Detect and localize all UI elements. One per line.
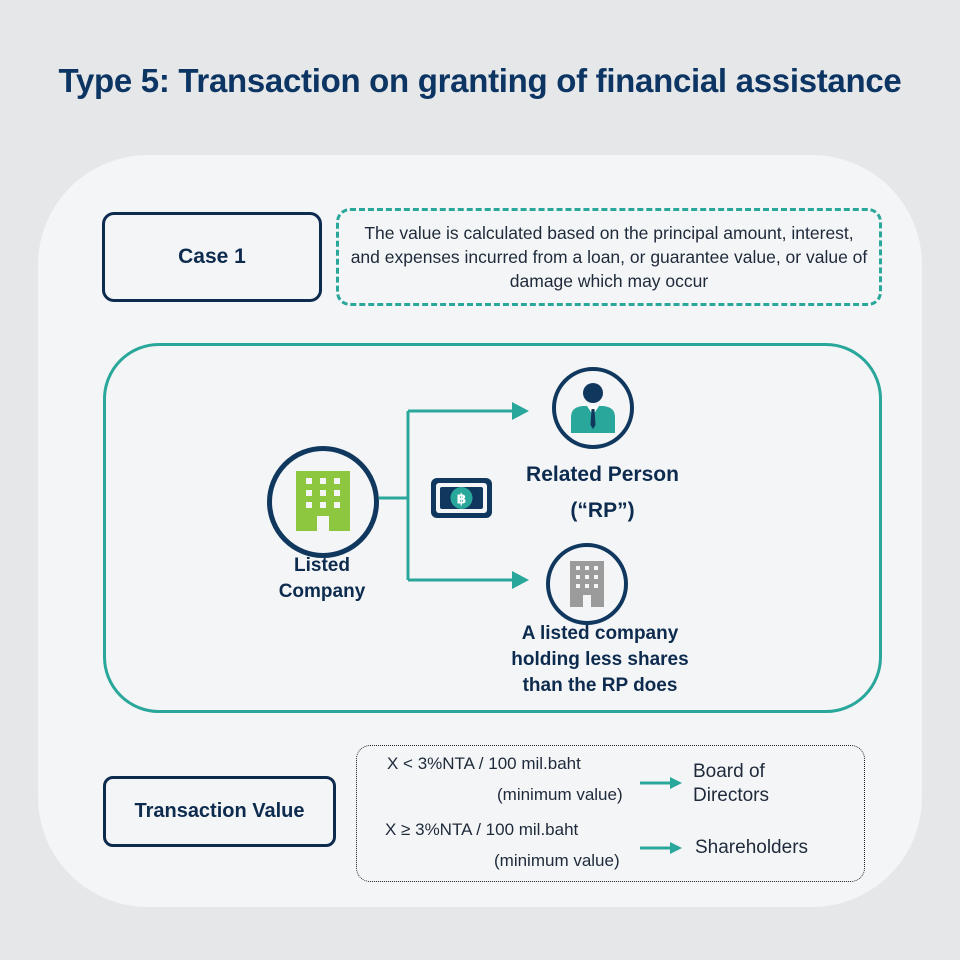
condition-1-approver-line1: Board of	[693, 761, 765, 782]
case-description: The value is calculated based on the pri…	[350, 223, 868, 291]
listed-company-minority-label: A listed company holding less shares tha…	[470, 621, 730, 699]
condition-arrow-2	[640, 842, 682, 854]
related-person-label: Related Person (“RP”)	[490, 457, 715, 529]
arrow-head-listed-company	[512, 571, 529, 589]
diagram-container	[103, 343, 882, 713]
conditions-box	[356, 745, 865, 882]
banknote-icon: ฿	[431, 478, 492, 518]
listed-company-minority-label-line1: A listed company	[521, 623, 679, 644]
listed-company-label-line1: Listed	[294, 555, 350, 576]
page-title: Type 5: Transaction on granting of finan…	[58, 62, 902, 99]
condition-2-approver: Shareholders	[695, 837, 809, 858]
condition-1-approver-line2: Directors	[693, 785, 770, 806]
related-person-node	[552, 367, 634, 449]
case-label: Case 1	[178, 245, 246, 268]
listed-company-label-line2: Company	[278, 581, 366, 602]
condition-2-text: X ≥ 3%NTA / 100 mil.baht	[385, 820, 579, 839]
businessman-icon	[571, 383, 615, 433]
arrow-head-rp	[512, 402, 529, 420]
condition-1-text: X < 3%NTA / 100 mil.baht	[387, 754, 581, 773]
transaction-value-label: Transaction Value	[134, 800, 305, 822]
related-person-label-line1: Related Person	[526, 463, 679, 486]
condition-1-approver: Board of Directors	[693, 760, 769, 808]
case-description-box: The value is calculated based on the pri…	[336, 208, 882, 306]
office-building-icon	[296, 471, 350, 531]
listed-company-minority-node	[546, 543, 628, 625]
listed-company-minority-label-line2: holding less shares	[511, 649, 689, 670]
baht-symbol: ฿	[457, 492, 467, 508]
listed-company-label: Listed Company	[252, 553, 392, 605]
related-person-label-line2: (“RP”)	[570, 499, 635, 522]
case-label-box: Case 1	[102, 212, 322, 302]
connector-lines	[379, 409, 515, 582]
listed-company-minority-label-line3: than the RP does	[522, 675, 678, 696]
condition-arrow-1	[640, 777, 682, 789]
condition-2-note: (minimum value)	[494, 851, 620, 870]
condition-1-note: (minimum value)	[497, 785, 623, 804]
transaction-value-box: Transaction Value	[103, 776, 336, 847]
office-building-icon	[570, 561, 604, 607]
listed-company-node	[267, 446, 379, 558]
